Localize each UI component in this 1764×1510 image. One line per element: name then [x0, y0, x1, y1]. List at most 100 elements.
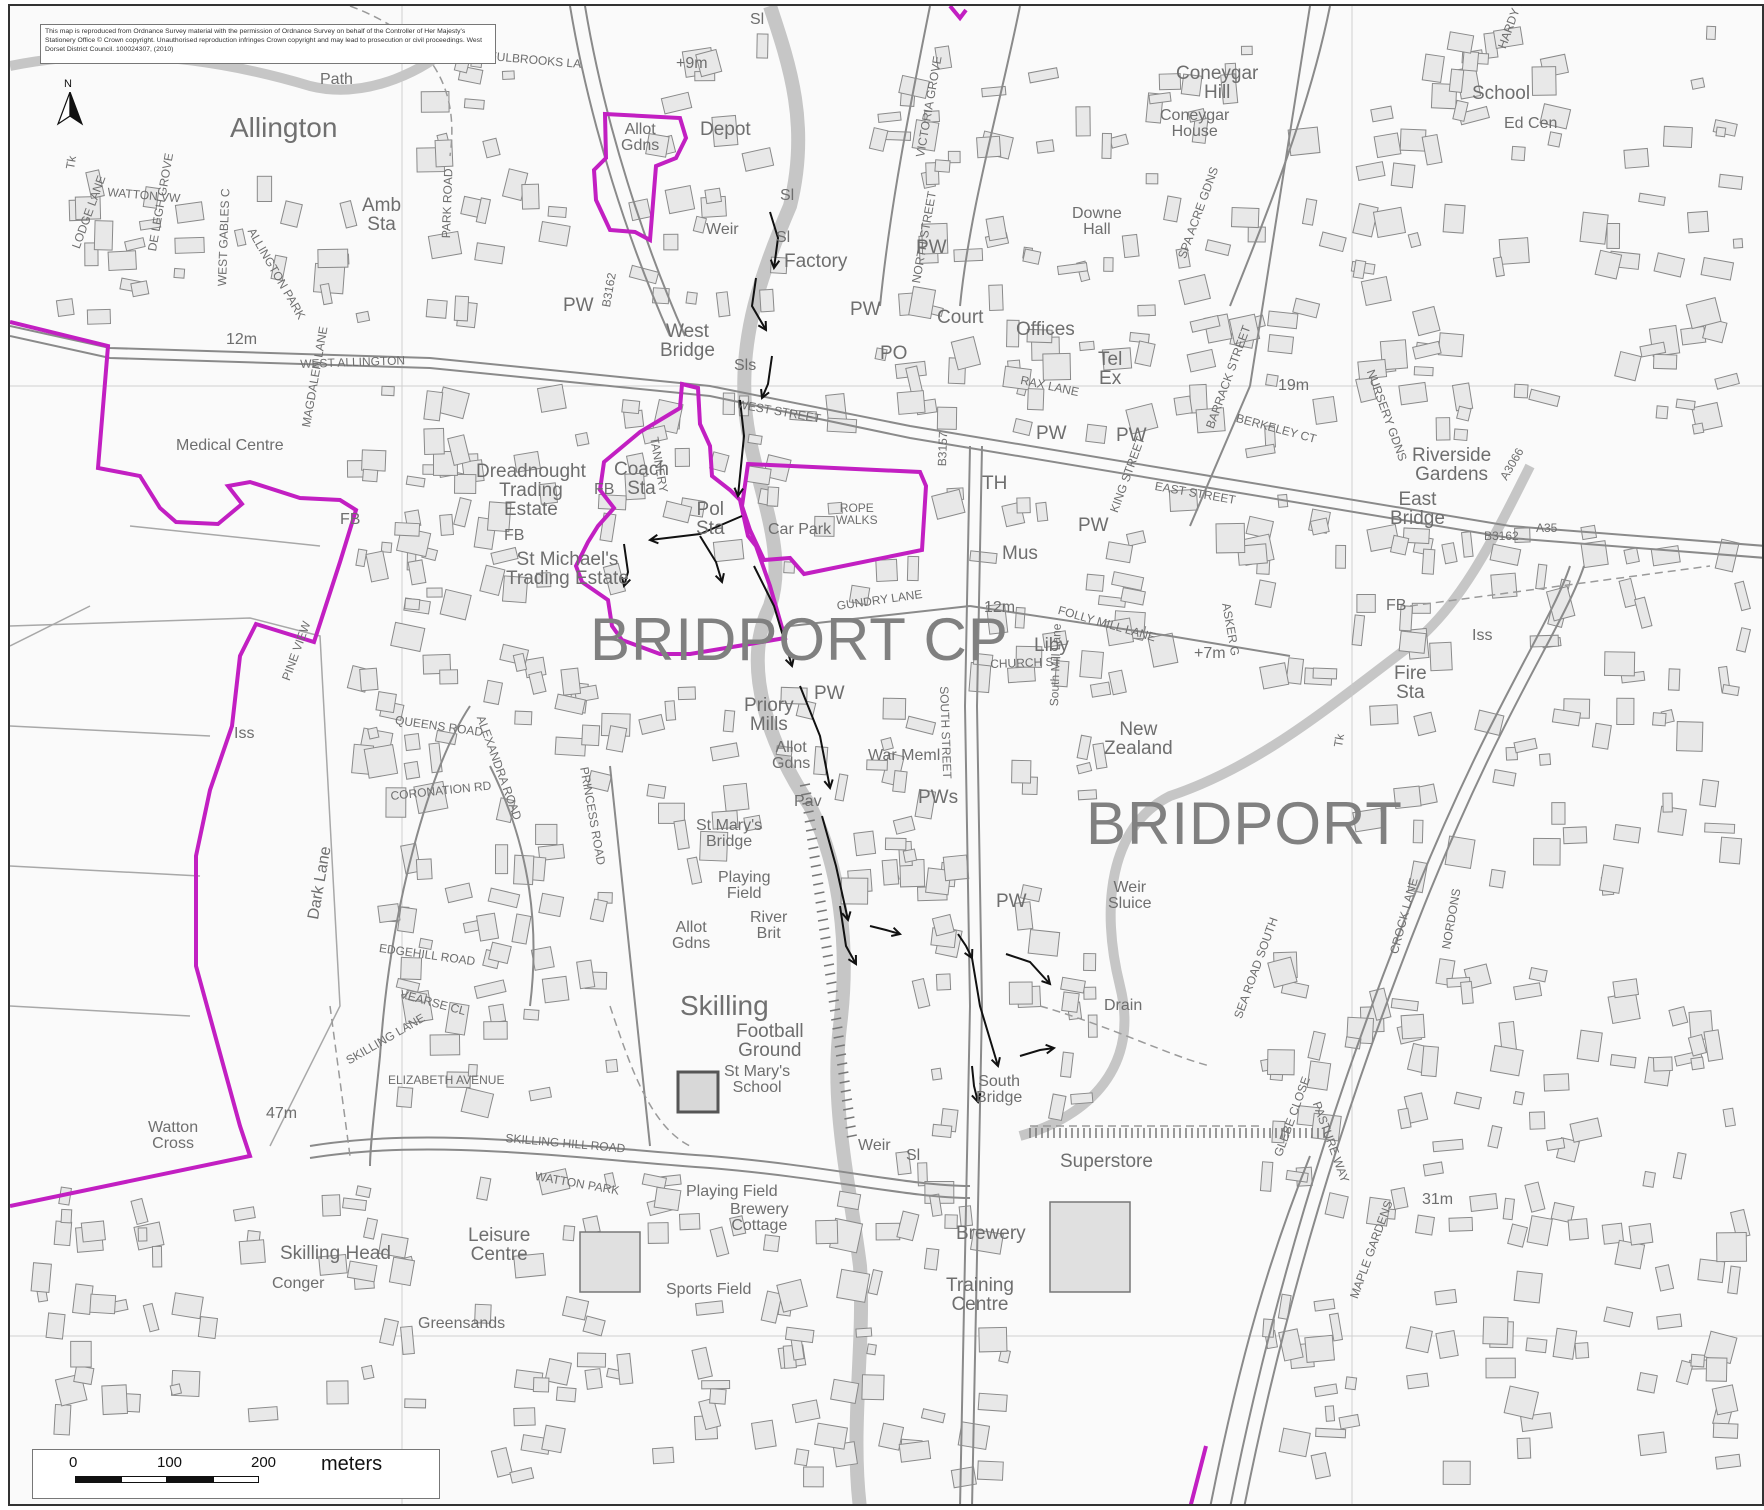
building	[1603, 651, 1636, 677]
building	[729, 1215, 747, 1237]
brewery-building	[1049, 1201, 1131, 1293]
building	[85, 169, 105, 199]
map-label-skilling-head: Skilling Head	[280, 1243, 391, 1264]
building	[1089, 681, 1112, 698]
map-label-b3162: B3162	[1484, 529, 1519, 543]
building	[1292, 297, 1321, 319]
building	[321, 1194, 341, 1217]
building	[474, 242, 506, 265]
building	[1078, 340, 1095, 352]
building	[1456, 405, 1472, 422]
map-label-east-bridge: East Bridge	[1390, 489, 1445, 529]
north-label: N	[64, 78, 72, 90]
building	[1594, 249, 1623, 280]
building	[1612, 978, 1640, 999]
building	[453, 497, 472, 528]
building	[1711, 1384, 1739, 1416]
building	[760, 1290, 783, 1324]
building	[1607, 991, 1641, 1025]
building	[151, 1245, 163, 1268]
building	[917, 1162, 928, 1187]
map-label-sl: Sl	[906, 1147, 921, 1164]
building	[1507, 1223, 1529, 1248]
flow-arrow-head	[890, 926, 903, 937]
building	[1101, 132, 1112, 160]
building	[1372, 206, 1407, 239]
building	[1173, 395, 1193, 416]
building	[1651, 712, 1667, 727]
map-label-pw: PW	[814, 683, 845, 704]
map-label-riverside-gardens: Riverside Gardens	[1412, 445, 1492, 485]
building	[1412, 819, 1424, 844]
building	[784, 1326, 815, 1344]
building	[426, 587, 443, 598]
flow-arrows	[621, 211, 1057, 1105]
building	[319, 283, 333, 306]
building	[741, 147, 775, 172]
building	[1148, 92, 1172, 105]
building	[1175, 247, 1191, 269]
building	[361, 449, 387, 472]
building	[1026, 328, 1053, 344]
bank-hatch	[814, 891, 825, 895]
building	[247, 1406, 279, 1423]
building	[1482, 1316, 1509, 1345]
building	[476, 1176, 492, 1201]
building	[238, 1239, 266, 1265]
building	[930, 1067, 943, 1081]
map-label-south-street: SOUTH STREET	[937, 685, 955, 780]
map-label-drain: Drain	[1104, 997, 1143, 1014]
building	[60, 1208, 73, 1224]
building	[1492, 256, 1505, 278]
building	[1390, 997, 1419, 1012]
bank-hatch	[820, 936, 831, 940]
building	[1306, 1060, 1332, 1091]
building	[1652, 353, 1678, 370]
map-label-bridport: BRIDPORT	[1086, 790, 1403, 857]
building	[1351, 614, 1366, 647]
map-label-watton-cross: Watton Cross	[148, 1119, 199, 1152]
scale-bar: 0 100 200 meters	[32, 1449, 440, 1499]
building	[490, 1446, 513, 1478]
building	[660, 91, 693, 115]
building	[1111, 571, 1145, 591]
building	[709, 1388, 727, 1405]
bank-hatch	[809, 855, 820, 859]
building	[70, 1340, 92, 1368]
flow-arrow-head	[823, 779, 834, 791]
building	[1019, 884, 1043, 903]
building	[1704, 822, 1736, 834]
building	[1267, 310, 1299, 330]
building	[535, 572, 552, 588]
bank-hatch	[838, 1071, 849, 1075]
flow-arrow-head	[714, 572, 725, 584]
building	[1412, 340, 1442, 360]
building	[488, 1003, 507, 1024]
building	[791, 1399, 821, 1424]
building	[931, 488, 966, 520]
building	[581, 724, 601, 747]
building	[814, 1422, 849, 1450]
building	[1675, 1359, 1694, 1386]
map-label-nineteen-m: 19m	[1278, 377, 1310, 394]
building	[840, 877, 869, 905]
building	[512, 652, 528, 673]
building	[1667, 668, 1681, 691]
building	[45, 1312, 66, 1340]
building	[1603, 1306, 1634, 1328]
bank-hatch	[843, 1107, 854, 1111]
building	[1697, 1258, 1726, 1284]
building	[1606, 222, 1621, 249]
building	[1134, 340, 1156, 367]
building	[1054, 660, 1070, 688]
building	[605, 725, 628, 753]
building	[1373, 132, 1402, 159]
building	[361, 1364, 375, 1380]
building	[685, 291, 698, 305]
building	[380, 541, 393, 554]
building	[1444, 835, 1476, 870]
building	[1085, 423, 1108, 445]
building	[1309, 517, 1330, 536]
map-label-river-brit: River Brit	[750, 909, 788, 942]
